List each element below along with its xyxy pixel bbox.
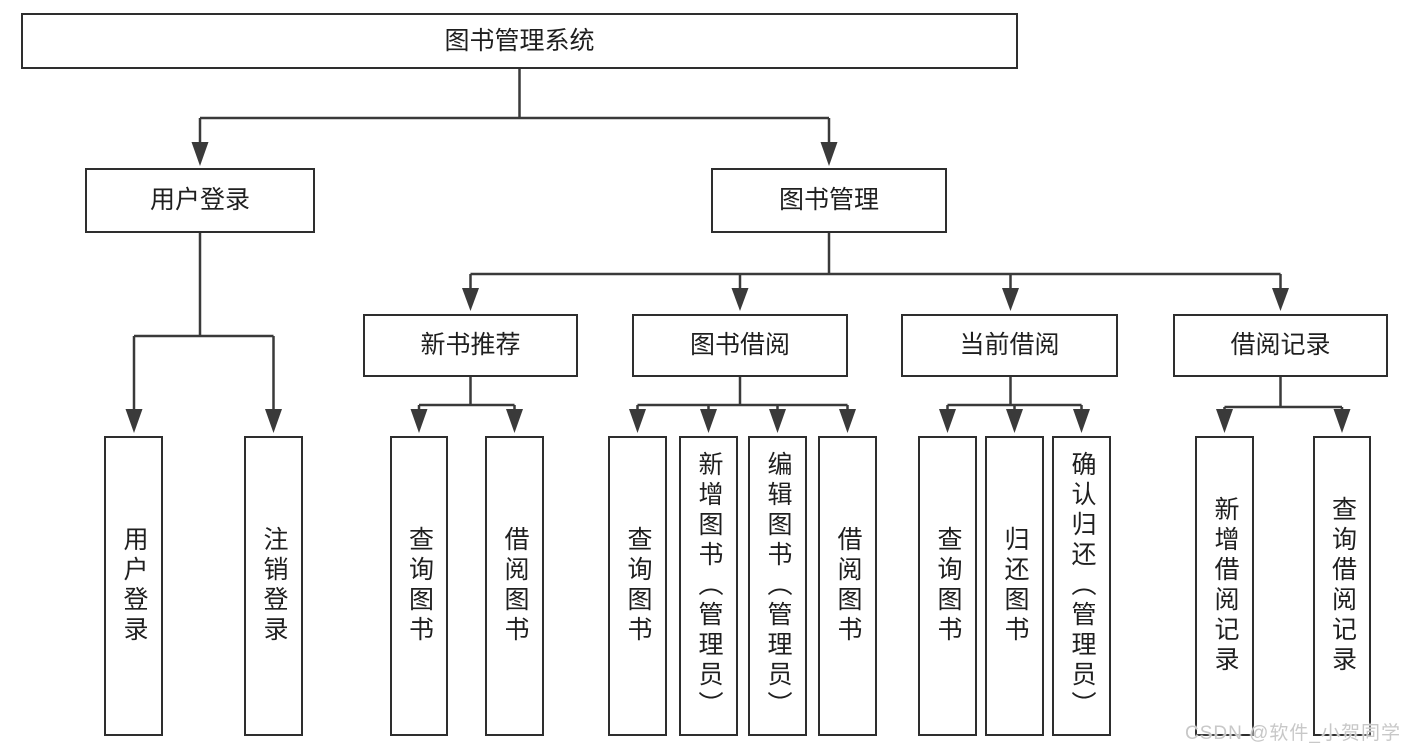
node-records-add-record: 新增借阅记录 [1195, 436, 1254, 736]
node-current-return-books: 归还图书 [985, 436, 1044, 736]
node-borrow-add-books-admin: 新增图书（管理员） [679, 436, 738, 736]
node-borrow-edit-books-admin: 编辑图书（管理员） [748, 436, 807, 736]
node-newbooks-borrow-books: 借阅图书 [485, 436, 544, 736]
node-user-login: 用户登录 [85, 168, 315, 233]
node-book-management: 图书管理 [711, 168, 947, 233]
node-leaf-user-login: 用户登录 [104, 436, 163, 736]
node-newbooks-query-books: 查询图书 [390, 436, 448, 736]
arrowheads [125, 142, 1351, 433]
node-root: 图书管理系统 [21, 13, 1018, 69]
node-current-borrow: 当前借阅 [901, 314, 1118, 377]
csdn-watermark: CSDN @软件_小贺同学 [1185, 723, 1401, 744]
node-leaf-logout: 注销登录 [244, 436, 303, 736]
node-borrow-borrow-books: 借阅图书 [818, 436, 877, 736]
node-records-query-record: 查询借阅记录 [1313, 436, 1371, 736]
node-new-book-recommend: 新书推荐 [363, 314, 578, 377]
node-book-borrow: 图书借阅 [632, 314, 848, 377]
node-current-confirm-return-admin: 确认归还（管理员） [1052, 436, 1111, 736]
node-borrow-query-books: 查询图书 [608, 436, 667, 736]
node-borrow-records: 借阅记录 [1173, 314, 1388, 377]
node-current-query-books: 查询图书 [918, 436, 977, 736]
connector-paths [132, 69, 1344, 411]
